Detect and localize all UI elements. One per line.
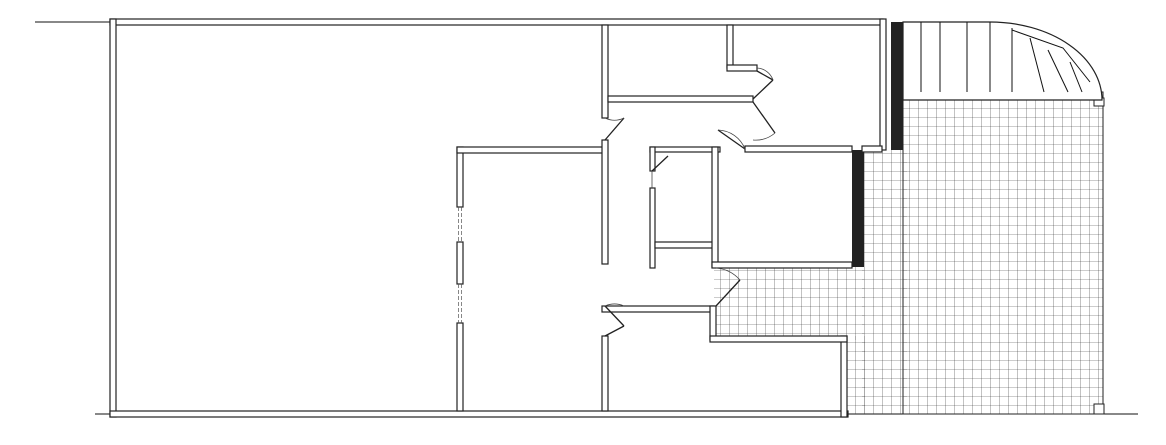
solid-walls: [852, 22, 903, 267]
doors: [604, 67, 776, 337]
paved-terrace-grid: [714, 91, 1105, 415]
interior-walls: [456, 24, 883, 412]
windows: [458, 207, 462, 323]
staircase: [902, 21, 1103, 101]
